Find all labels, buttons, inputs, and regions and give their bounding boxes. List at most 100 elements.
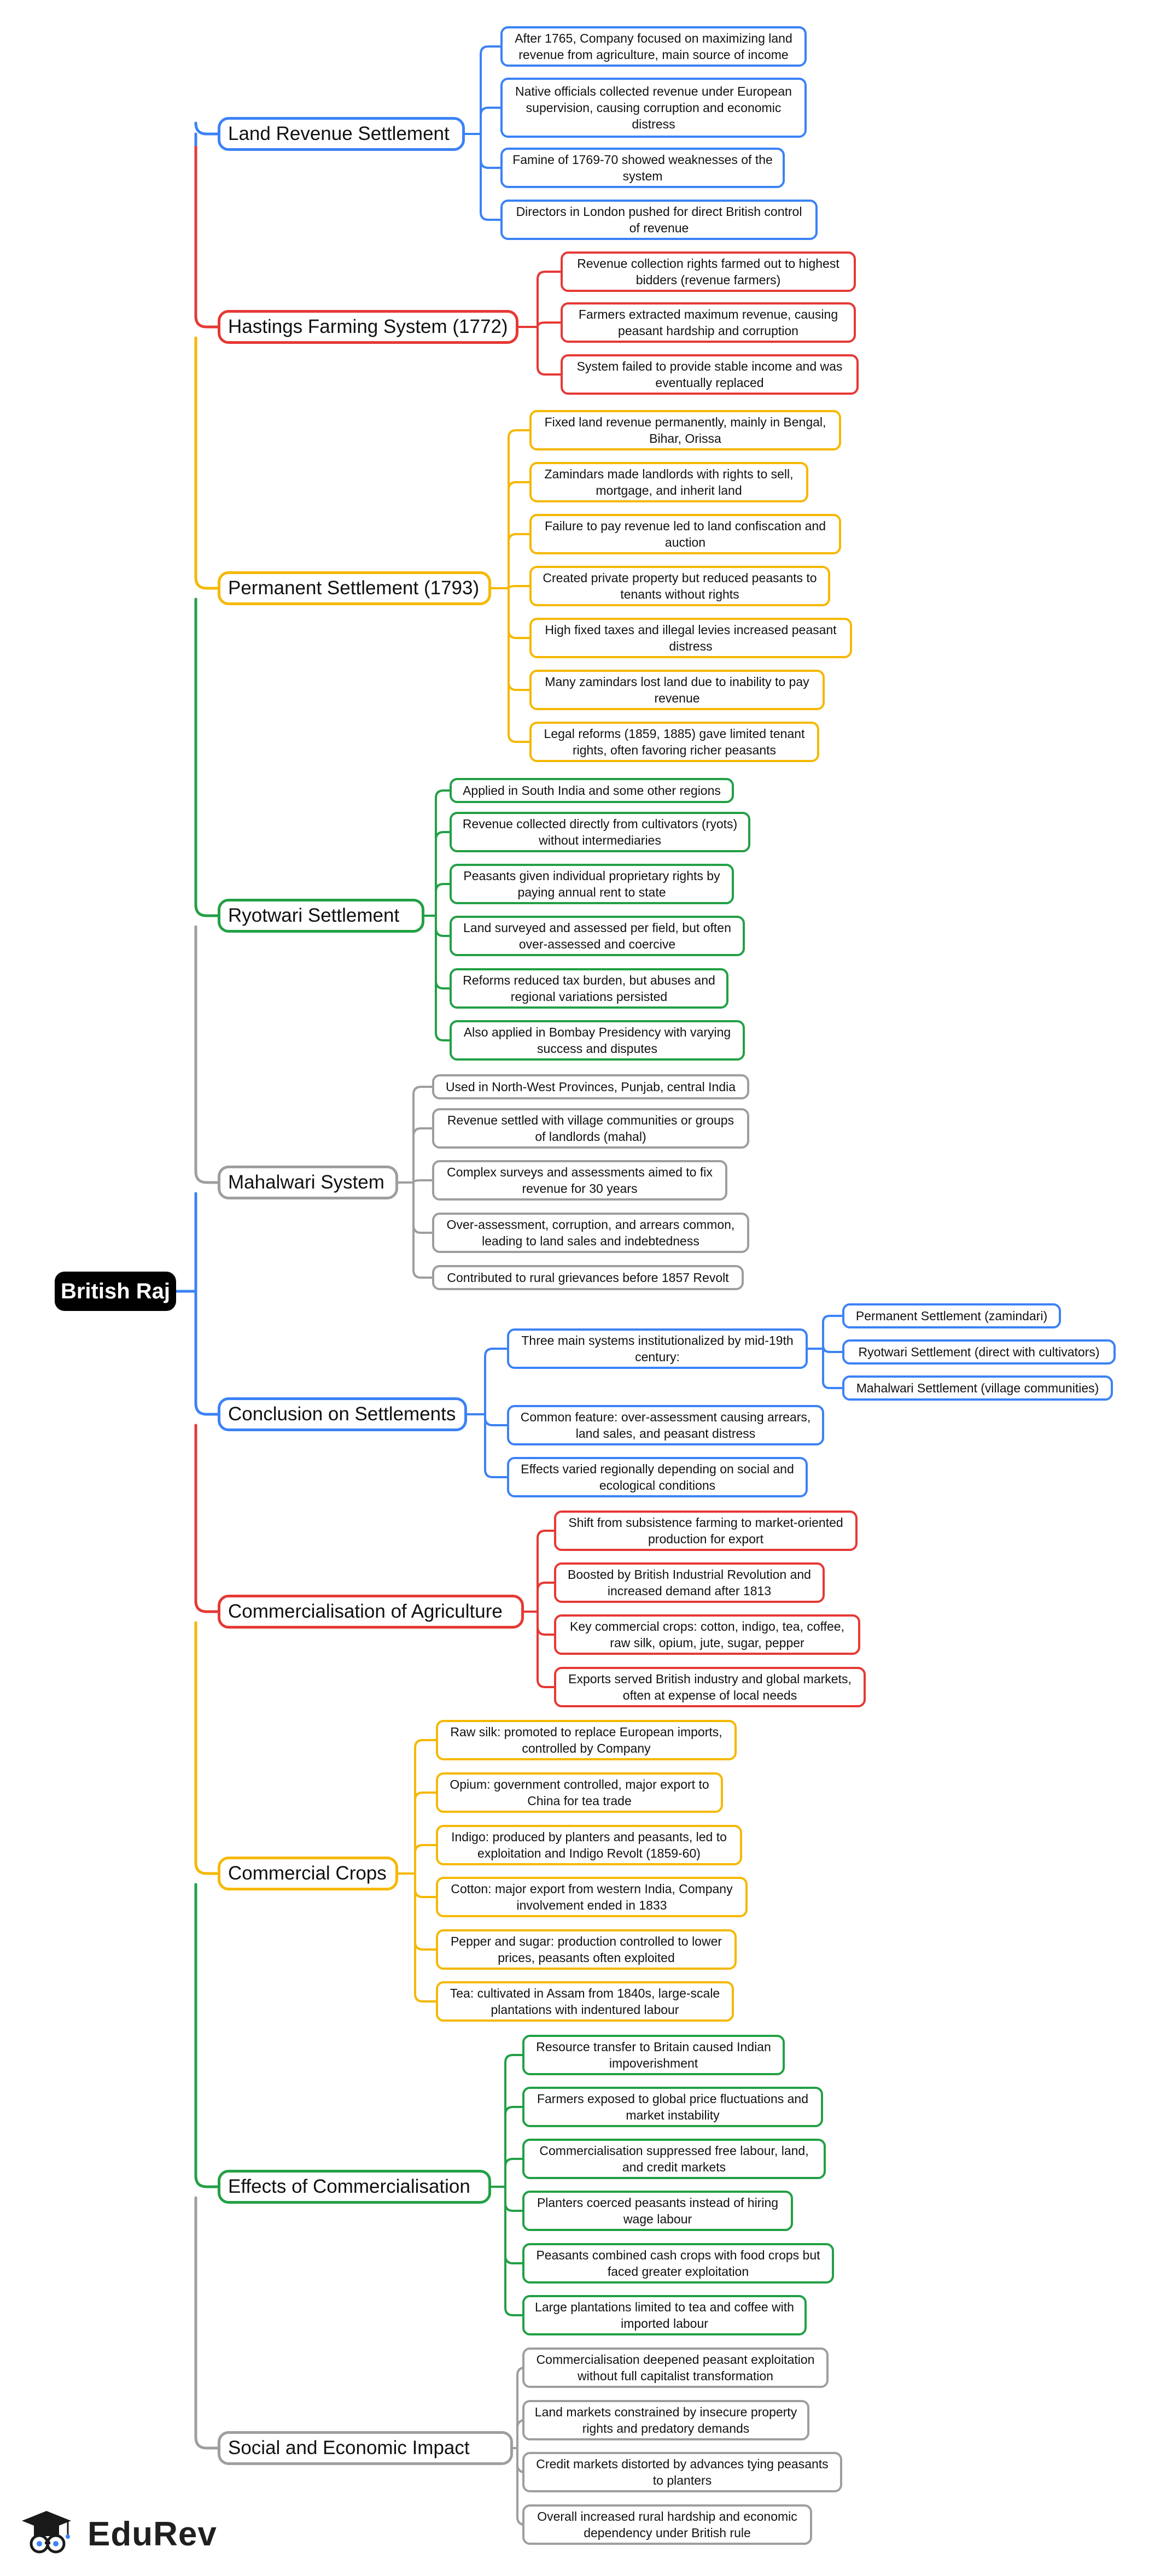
- branch-effects-of-commercialisation: Effects of Commercialisation: [218, 2170, 491, 2204]
- connector-line: [194, 903, 219, 917]
- leaf-node: Also applied in Bombay Presidency with v…: [450, 1020, 745, 1061]
- connector-line: [537, 1530, 555, 1539]
- connector-line: [508, 429, 530, 439]
- leaf-node: Boosted by British Industrial Revolution…: [554, 1562, 825, 1603]
- connector-line: [822, 1315, 843, 1324]
- connector-line: [414, 1888, 437, 1898]
- leaf-node: System failed to provide stable income a…: [561, 354, 859, 395]
- leaf-node: Reforms reduced tax burden, but abuses a…: [450, 968, 728, 1009]
- leaf-node: Complex surveys and assessments aimed to…: [432, 1160, 727, 1201]
- connector-line: [537, 1626, 555, 1636]
- connector-line: [194, 314, 219, 329]
- connector-line: [480, 45, 502, 55]
- connector-line: [504, 2202, 523, 2212]
- leaf-node: Land markets constrained by insecure pro…: [522, 2400, 809, 2440]
- connector-line: [435, 927, 451, 937]
- connector-line: [537, 321, 562, 328]
- leaf-node: Three main systems institutionalized by …: [507, 1328, 808, 1369]
- connector-line: [537, 366, 562, 376]
- connector-line: [194, 1170, 219, 1184]
- edurev-logo-icon: [22, 2511, 71, 2554]
- connector-line: [194, 121, 219, 136]
- connector-line: [480, 159, 502, 169]
- connector-line: [484, 1348, 508, 1357]
- connector-line: [480, 107, 502, 116]
- leaf-node: Zamindars made landlords with rights to …: [529, 462, 808, 502]
- connector-line: [412, 1224, 433, 1234]
- leaf-node: Raw silk: promoted to replace European i…: [436, 1720, 737, 1760]
- branch-mahalwari-system: Mahalwari System: [218, 1166, 398, 1199]
- branch-commercialisation-of-agriculture: Commercialisation of Agriculture: [218, 1595, 524, 1629]
- connector-line: [435, 789, 451, 799]
- connector-line: [194, 576, 219, 590]
- leaf-node: Opium: government controlled, major expo…: [436, 1772, 723, 1813]
- branch-social-and-economic-impact: Social and Economic Impact: [218, 2431, 513, 2465]
- leaf-node: Tea: cultivated in Assam from 1840s, lar…: [436, 1981, 734, 2022]
- leaf-node: Created private property but reduced pea…: [529, 566, 830, 606]
- leaf-node: Revenue settled with village communities…: [432, 1108, 749, 1149]
- branch-conclusion-on-settlements: Conclusion on Settlements: [218, 1397, 467, 1431]
- leaf-node: Directors in London pushed for direct Br…: [500, 200, 818, 240]
- connector-line: [508, 733, 530, 743]
- connector-line: [194, 2436, 219, 2450]
- connector-line: [435, 1032, 451, 1041]
- edurev-logo-text: EduRev: [88, 2515, 217, 2553]
- leaf-node: Resource transfer to Britain caused Indi…: [522, 2035, 785, 2075]
- leaf-node: Many zamindars lost land due to inabilit…: [529, 670, 825, 710]
- connector-line: [537, 271, 562, 280]
- connector-line: [412, 1269, 433, 1279]
- leaf-node: Native officials collected revenue under…: [500, 78, 807, 138]
- connector-line: [480, 211, 502, 221]
- leaf-node: Planters coerced peasants instead of hir…: [522, 2191, 793, 2231]
- leaf-node: Fixed land revenue permanently, mainly i…: [529, 410, 841, 450]
- connector-line: [504, 2306, 523, 2316]
- leaf-node: Common feature: over-assessment causing …: [507, 1405, 824, 1445]
- connector-line: [414, 1739, 437, 1749]
- leaf-node: Pepper and sugar: production controlled …: [436, 1929, 737, 1970]
- connector-line: [194, 1402, 219, 1416]
- leaf-node: Large plantations limited to tea and cof…: [522, 2295, 807, 2335]
- connector-line: [194, 1861, 219, 1875]
- sub-leaf-node: Ryotwari Settlement (direct with cultiva…: [842, 1339, 1116, 1365]
- leaf-node: Legal reforms (1859, 1885) gave limited …: [529, 722, 819, 762]
- leaf-node: Overall increased rural hardship and eco…: [522, 2504, 812, 2545]
- connector-line: [508, 585, 530, 589]
- leaf-node: Revenue collection rights farmed out to …: [561, 251, 856, 292]
- leaf-node: Effects varied regionally depending on s…: [507, 1457, 808, 1497]
- leaf-node: Applied in South India and some other re…: [450, 778, 734, 803]
- branch-commercial-crops: Commercial Crops: [218, 1857, 398, 1890]
- leaf-node: Commercialisation deepened peasant explo…: [522, 2347, 829, 2388]
- leaf-node: Exports served British industry and glob…: [554, 1667, 866, 1707]
- connector-line: [504, 2158, 523, 2168]
- leaf-node: Famine of 1769-70 showed weaknesses of t…: [500, 148, 785, 188]
- leaf-node: After 1765, Company focused on maximizin…: [500, 26, 807, 67]
- connector-line: [435, 831, 451, 841]
- leaf-node: Used in North-West Provinces, Punjab, ce…: [432, 1074, 749, 1099]
- leaf-node: High fixed taxes and illegal levies incr…: [529, 618, 852, 658]
- connector-line: [508, 533, 530, 543]
- connector-line: [414, 1941, 437, 1951]
- connector-line: [822, 1380, 843, 1389]
- connector-line: [194, 1599, 219, 1613]
- branch-hastings-farming-system-1772: Hastings Farming System (1772): [218, 310, 518, 344]
- connector-line: [435, 883, 451, 893]
- connector-line: [508, 629, 530, 639]
- connector-line: [194, 2174, 219, 2188]
- connector-line: [435, 980, 451, 990]
- connector-line: [504, 2255, 523, 2264]
- connector-line: [412, 1179, 433, 1184]
- root-node: British Raj: [55, 1272, 176, 1311]
- leaf-node: Peasants combined cash crops with food c…: [522, 2243, 834, 2284]
- leaf-node: Farmers exposed to global price fluctuat…: [522, 2087, 823, 2127]
- connector-line: [412, 1127, 433, 1137]
- leaf-node: Commercialisation suppressed free labour…: [522, 2139, 826, 2179]
- leaf-node: Key commercial crops: cotton, indigo, te…: [554, 1614, 860, 1655]
- leaf-node: Peasants given individual proprietary ri…: [450, 864, 734, 904]
- connector-line: [414, 1993, 437, 2003]
- branch-permanent-settlement-1793: Permanent Settlement (1793): [218, 571, 491, 605]
- leaf-node: Credit markets distorted by advances tyi…: [522, 2452, 842, 2492]
- leaf-node: Revenue collected directly from cultivat…: [450, 812, 750, 852]
- connector-line: [484, 1416, 508, 1426]
- connector-line: [508, 681, 530, 691]
